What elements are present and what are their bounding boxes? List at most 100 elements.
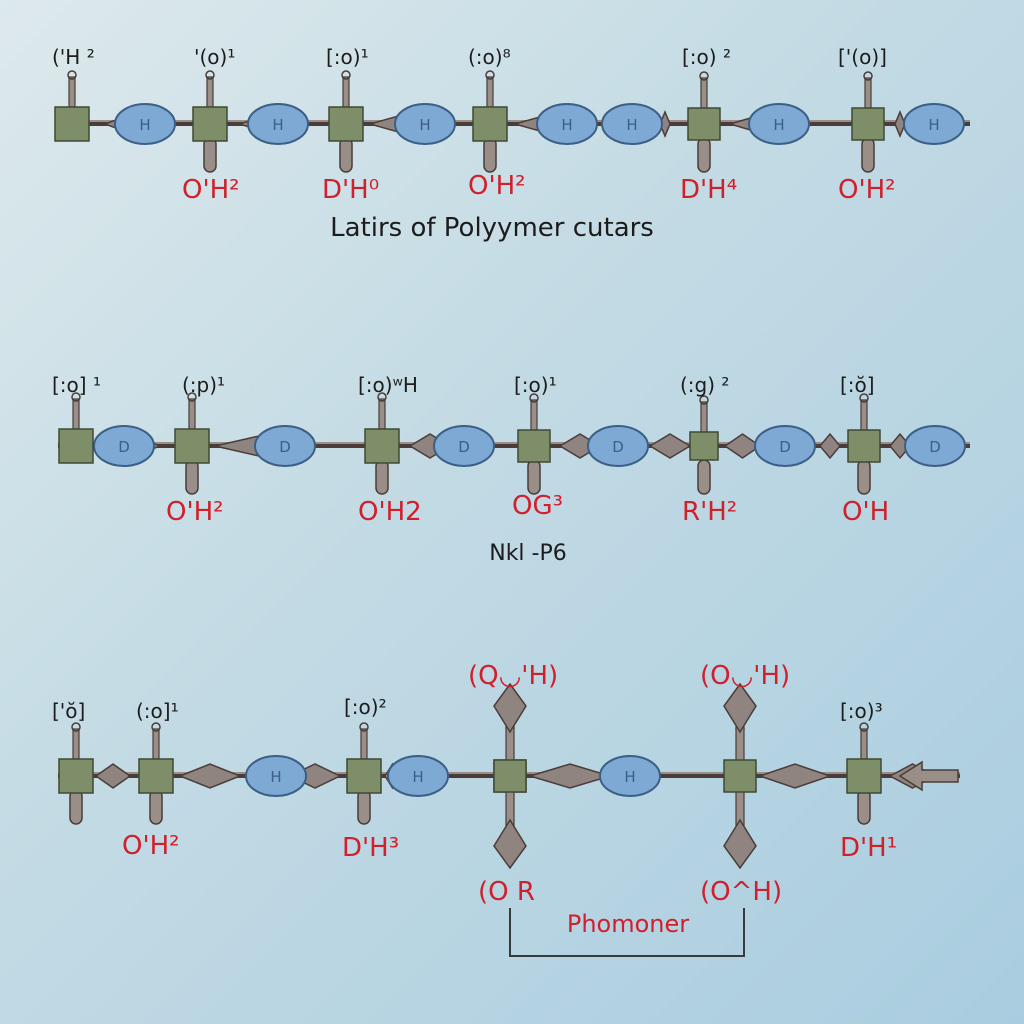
top-stem-knob: [859, 393, 869, 403]
side-chain-2: [723, 682, 757, 870]
top-stem-knob: [205, 70, 215, 80]
row-3-top-label-5: (O◡'H): [700, 661, 790, 691]
top-stem-knob: [151, 722, 161, 732]
node-box: [364, 428, 400, 464]
row-2-caption: Nkl -P6: [489, 541, 567, 566]
top-stem-knob: [485, 70, 495, 80]
bead-label: D: [279, 438, 291, 456]
row-3-top-label-4: (Q◡'H): [468, 661, 558, 691]
row-2-top-label-5: (:g) ²: [680, 373, 729, 397]
row-3-bottom-label-5: D'H¹: [840, 833, 897, 863]
bottom-stem: [185, 459, 199, 495]
row-1-top-label-1: ('H ²: [52, 45, 95, 69]
top-stem-knob: [863, 71, 873, 81]
bottom-stem: [697, 137, 711, 173]
row-3-bottom-label-2: D'H³: [342, 833, 399, 863]
row-3-top-label-3: [:o)²: [344, 695, 387, 719]
node-box: [846, 758, 882, 794]
bottom-stem: [857, 789, 871, 825]
bead-label: H: [419, 116, 430, 134]
row-3-bottom-label-4: (O^H): [700, 877, 782, 907]
top-stem-knob: [699, 395, 709, 405]
top-stem: [486, 76, 494, 108]
row-3-top-label-2: (:o]¹: [136, 699, 179, 723]
row-1-top-label-2: '(o)¹: [194, 45, 235, 69]
bead-label: H: [412, 768, 423, 786]
bead-label: H: [773, 116, 784, 134]
node-box: [689, 431, 719, 461]
side-chain-node-box: [723, 759, 757, 793]
top-stem: [206, 76, 214, 108]
bead-label: D: [612, 438, 624, 456]
node-box: [328, 106, 364, 142]
bead: [903, 103, 965, 145]
bottom-stem: [697, 459, 711, 495]
top-stem: [378, 398, 386, 430]
row-3-bottom-label-3: (O R: [478, 877, 535, 907]
row-1-top-labels: ('H ² '(o)¹ [:o)¹ (:o)⁸ [:o) ² ['(o)]: [52, 45, 887, 69]
row-2-top-label-6: [:ŏ]: [840, 373, 875, 397]
bead-label: H: [272, 116, 283, 134]
bead: [245, 755, 307, 797]
top-stem-knob: [699, 71, 709, 81]
bead: [599, 755, 661, 797]
node-box: [58, 428, 94, 464]
node-box: [851, 107, 885, 141]
row-2-bottom-label-4: R'H²: [682, 497, 737, 527]
top-stem: [700, 401, 708, 433]
row-1-bottom-label-3: O'H²: [468, 171, 526, 201]
node-box: [192, 106, 228, 142]
top-stem-knob: [187, 392, 197, 402]
bead: [754, 425, 816, 467]
chain-end-arrow: [898, 760, 959, 792]
bead-label: D: [458, 438, 470, 456]
row-2-bottom-label-1: O'H²: [166, 497, 224, 527]
bead: [433, 425, 495, 467]
top-stem: [864, 77, 872, 109]
side-chain-1: [493, 682, 527, 870]
bead-label: H: [624, 768, 635, 786]
side-chain-node-box: [493, 759, 527, 793]
top-stem: [72, 398, 80, 430]
row-2-bottom-label-3: OG³: [512, 491, 563, 521]
bottom-stem: [857, 459, 871, 495]
row-1-caption: Latirs of Polyymer cutars: [330, 213, 654, 243]
bead-label: D: [118, 438, 130, 456]
bottom-stem: [527, 459, 541, 495]
bottom-stem: [339, 137, 353, 173]
top-stem: [342, 76, 350, 108]
row-1-top-label-3: [:o)¹: [326, 45, 369, 69]
top-stem: [360, 728, 368, 760]
top-stem-knob: [859, 722, 869, 732]
bead: [254, 425, 316, 467]
top-stem-knob: [71, 722, 81, 732]
row-1-bottom-label-1: O'H²: [182, 175, 240, 205]
side-chain-bottom-cone: [493, 818, 527, 870]
cone-link: [94, 763, 132, 789]
bottom-stem: [357, 789, 371, 825]
row-2-top-label-4: [:o)¹: [514, 373, 557, 397]
top-stem: [860, 399, 868, 431]
top-stem: [700, 77, 708, 109]
cone-link: [177, 763, 243, 789]
bead: [93, 425, 155, 467]
bead-label: H: [626, 116, 637, 134]
side-chain-top-cone: [723, 682, 757, 734]
top-stem: [530, 399, 538, 431]
node-box: [687, 107, 721, 141]
row-3-bottom-label-1: O'H²: [122, 831, 180, 861]
row-2-top-label-1: [:o] ¹: [52, 373, 101, 397]
bottom-stem: [203, 137, 217, 173]
top-stem-knob: [67, 70, 77, 80]
cone-link: [757, 763, 833, 789]
bottom-stem: [483, 137, 497, 173]
cone-link: [527, 763, 613, 789]
side-chain-bottom-cone: [723, 818, 757, 870]
bead: [394, 103, 456, 145]
bead: [247, 103, 309, 145]
row-1-bottom-labels: O'H² D'H⁰ O'H² D'H⁴ O'H²: [182, 171, 896, 205]
bottom-stem: [861, 137, 875, 173]
